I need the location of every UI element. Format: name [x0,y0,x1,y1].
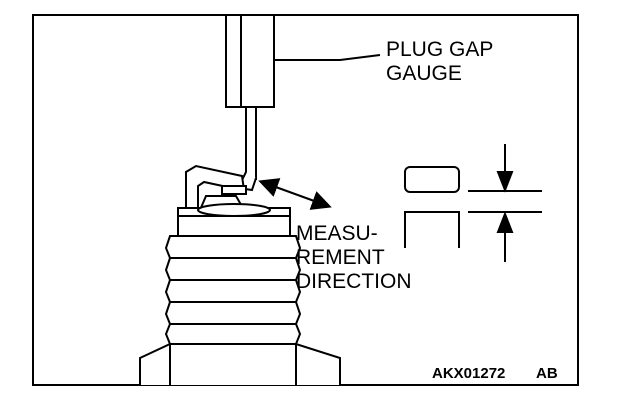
measurement-label-line1: MEASU- [296,222,378,245]
gauge-leader-line [274,54,381,61]
figure-suffix: AB [536,365,558,382]
figure-frame [32,14,579,386]
plug-gap-gauge [225,14,275,192]
figure-code: AKX01272 [432,365,505,382]
measurement-label-line3: DIRECTION [296,270,412,293]
gauge-label-line2: GAUGE [386,62,462,85]
spark-plug [139,164,341,385]
measurement-direction-arrow [258,178,332,210]
gap-detail [404,144,542,262]
measurement-label-line2: REMENT [296,246,385,269]
gauge-label-line1: PLUG GAP [386,38,493,61]
